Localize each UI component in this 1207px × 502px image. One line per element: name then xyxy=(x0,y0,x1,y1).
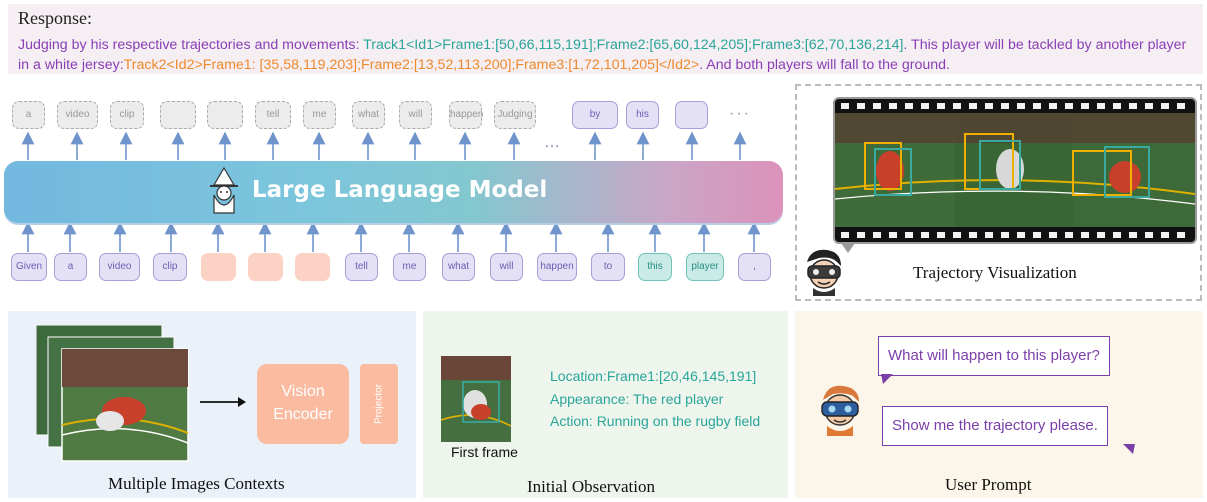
wizard-icon xyxy=(210,167,238,214)
response-panel: Response: Judging by his respective traj… xyxy=(8,4,1203,74)
output-token: me xyxy=(303,101,336,129)
image-token xyxy=(295,253,330,281)
llm-title: Large Language Model xyxy=(252,177,548,203)
bubble-tail-icon xyxy=(881,374,893,384)
trajectory-caption: Trajectory Visualization xyxy=(913,263,1077,282)
response-track2: Track2<Id2>Frame1: [35,58,119,203];Frame… xyxy=(123,57,700,73)
response-text-mid: . This player will be tackled by another… xyxy=(18,37,1187,73)
user-prompt-panel: What will happen to this player? Show me… xyxy=(795,311,1203,498)
output-token: his xyxy=(626,101,659,129)
first-frame-label: First frame xyxy=(451,444,518,460)
input-token: a xyxy=(54,253,87,281)
first-frame-image xyxy=(441,356,511,442)
token-arrows xyxy=(21,131,761,252)
large-language-model-block: Large Language Model xyxy=(4,161,783,223)
response-text: Judging by his respective trajectories a… xyxy=(18,35,1193,75)
initial-observation-caption: Initial Observation xyxy=(527,477,655,496)
multiple-images-panel: Vision Encoder Projector Multiple Images… xyxy=(8,311,416,498)
input-token: Given xyxy=(11,253,47,281)
response-text-end: . And both players will fall to the grou… xyxy=(699,57,950,73)
output-ellipsis: … xyxy=(544,134,562,151)
response-track1: Track1<Id1>Frame1:[50,66,115,191];Frame2… xyxy=(363,37,904,53)
output-token: video xyxy=(57,101,98,129)
output-token: what xyxy=(352,101,385,129)
output-token: tell xyxy=(255,101,291,129)
output-token: by xyxy=(572,101,618,129)
input-token-highlight: player xyxy=(686,253,724,281)
input-token: to xyxy=(591,253,625,281)
input-token: tell xyxy=(345,253,378,281)
output-token xyxy=(675,101,708,129)
input-token: what xyxy=(442,253,475,281)
input-token: me xyxy=(393,253,426,281)
input-token: , xyxy=(738,253,771,281)
input-token: happen xyxy=(537,253,577,281)
vr-user-avatar-icon xyxy=(821,385,859,436)
user-question-1: What will happen to this player? xyxy=(878,336,1110,376)
response-title: Response: xyxy=(18,8,92,28)
output-token: clip xyxy=(110,101,144,129)
image-token xyxy=(201,253,236,281)
trajectory-panel: Trajectory Visualization xyxy=(795,84,1202,301)
projector-block: Projector xyxy=(360,364,398,444)
output-ellipsis-end: ··· xyxy=(729,105,751,122)
image-token xyxy=(248,253,283,281)
stacked-frames-image xyxy=(36,325,189,462)
initial-observation-panel: First frame Location:Frame1:[20,46,145,1… xyxy=(423,311,788,498)
user-prompt-caption: User Prompt xyxy=(945,475,1032,494)
arrow-right-icon xyxy=(200,397,246,407)
speech-tail xyxy=(841,243,855,253)
input-token: will xyxy=(490,253,523,281)
output-token: will xyxy=(399,101,432,129)
vision-encoder-block: Vision Encoder xyxy=(257,364,349,444)
action-text: Action: Running on the rugby field xyxy=(550,413,761,429)
location-text: Location:Frame1:[20,46,145,191] xyxy=(550,368,757,384)
input-token-highlight: this xyxy=(638,253,672,281)
output-token: happen xyxy=(449,101,483,129)
input-token: clip xyxy=(153,253,187,281)
vr-user-icon xyxy=(807,249,841,296)
projector-label: Projector xyxy=(373,383,385,425)
appearance-text: Appearance: The red player xyxy=(550,391,724,407)
output-token xyxy=(207,101,243,129)
multiple-images-caption: Multiple Images Contexts xyxy=(108,474,285,493)
output-token: Judging xyxy=(494,101,536,129)
bubble-tail-icon xyxy=(1123,444,1135,454)
response-text-intro: Judging by his respective trajectories a… xyxy=(18,37,364,53)
output-token: a xyxy=(12,101,45,129)
filmstrip-image xyxy=(833,97,1197,244)
input-token: video xyxy=(99,253,140,281)
output-token xyxy=(160,101,196,129)
user-question-2: Show me the trajectory please. xyxy=(882,406,1108,446)
